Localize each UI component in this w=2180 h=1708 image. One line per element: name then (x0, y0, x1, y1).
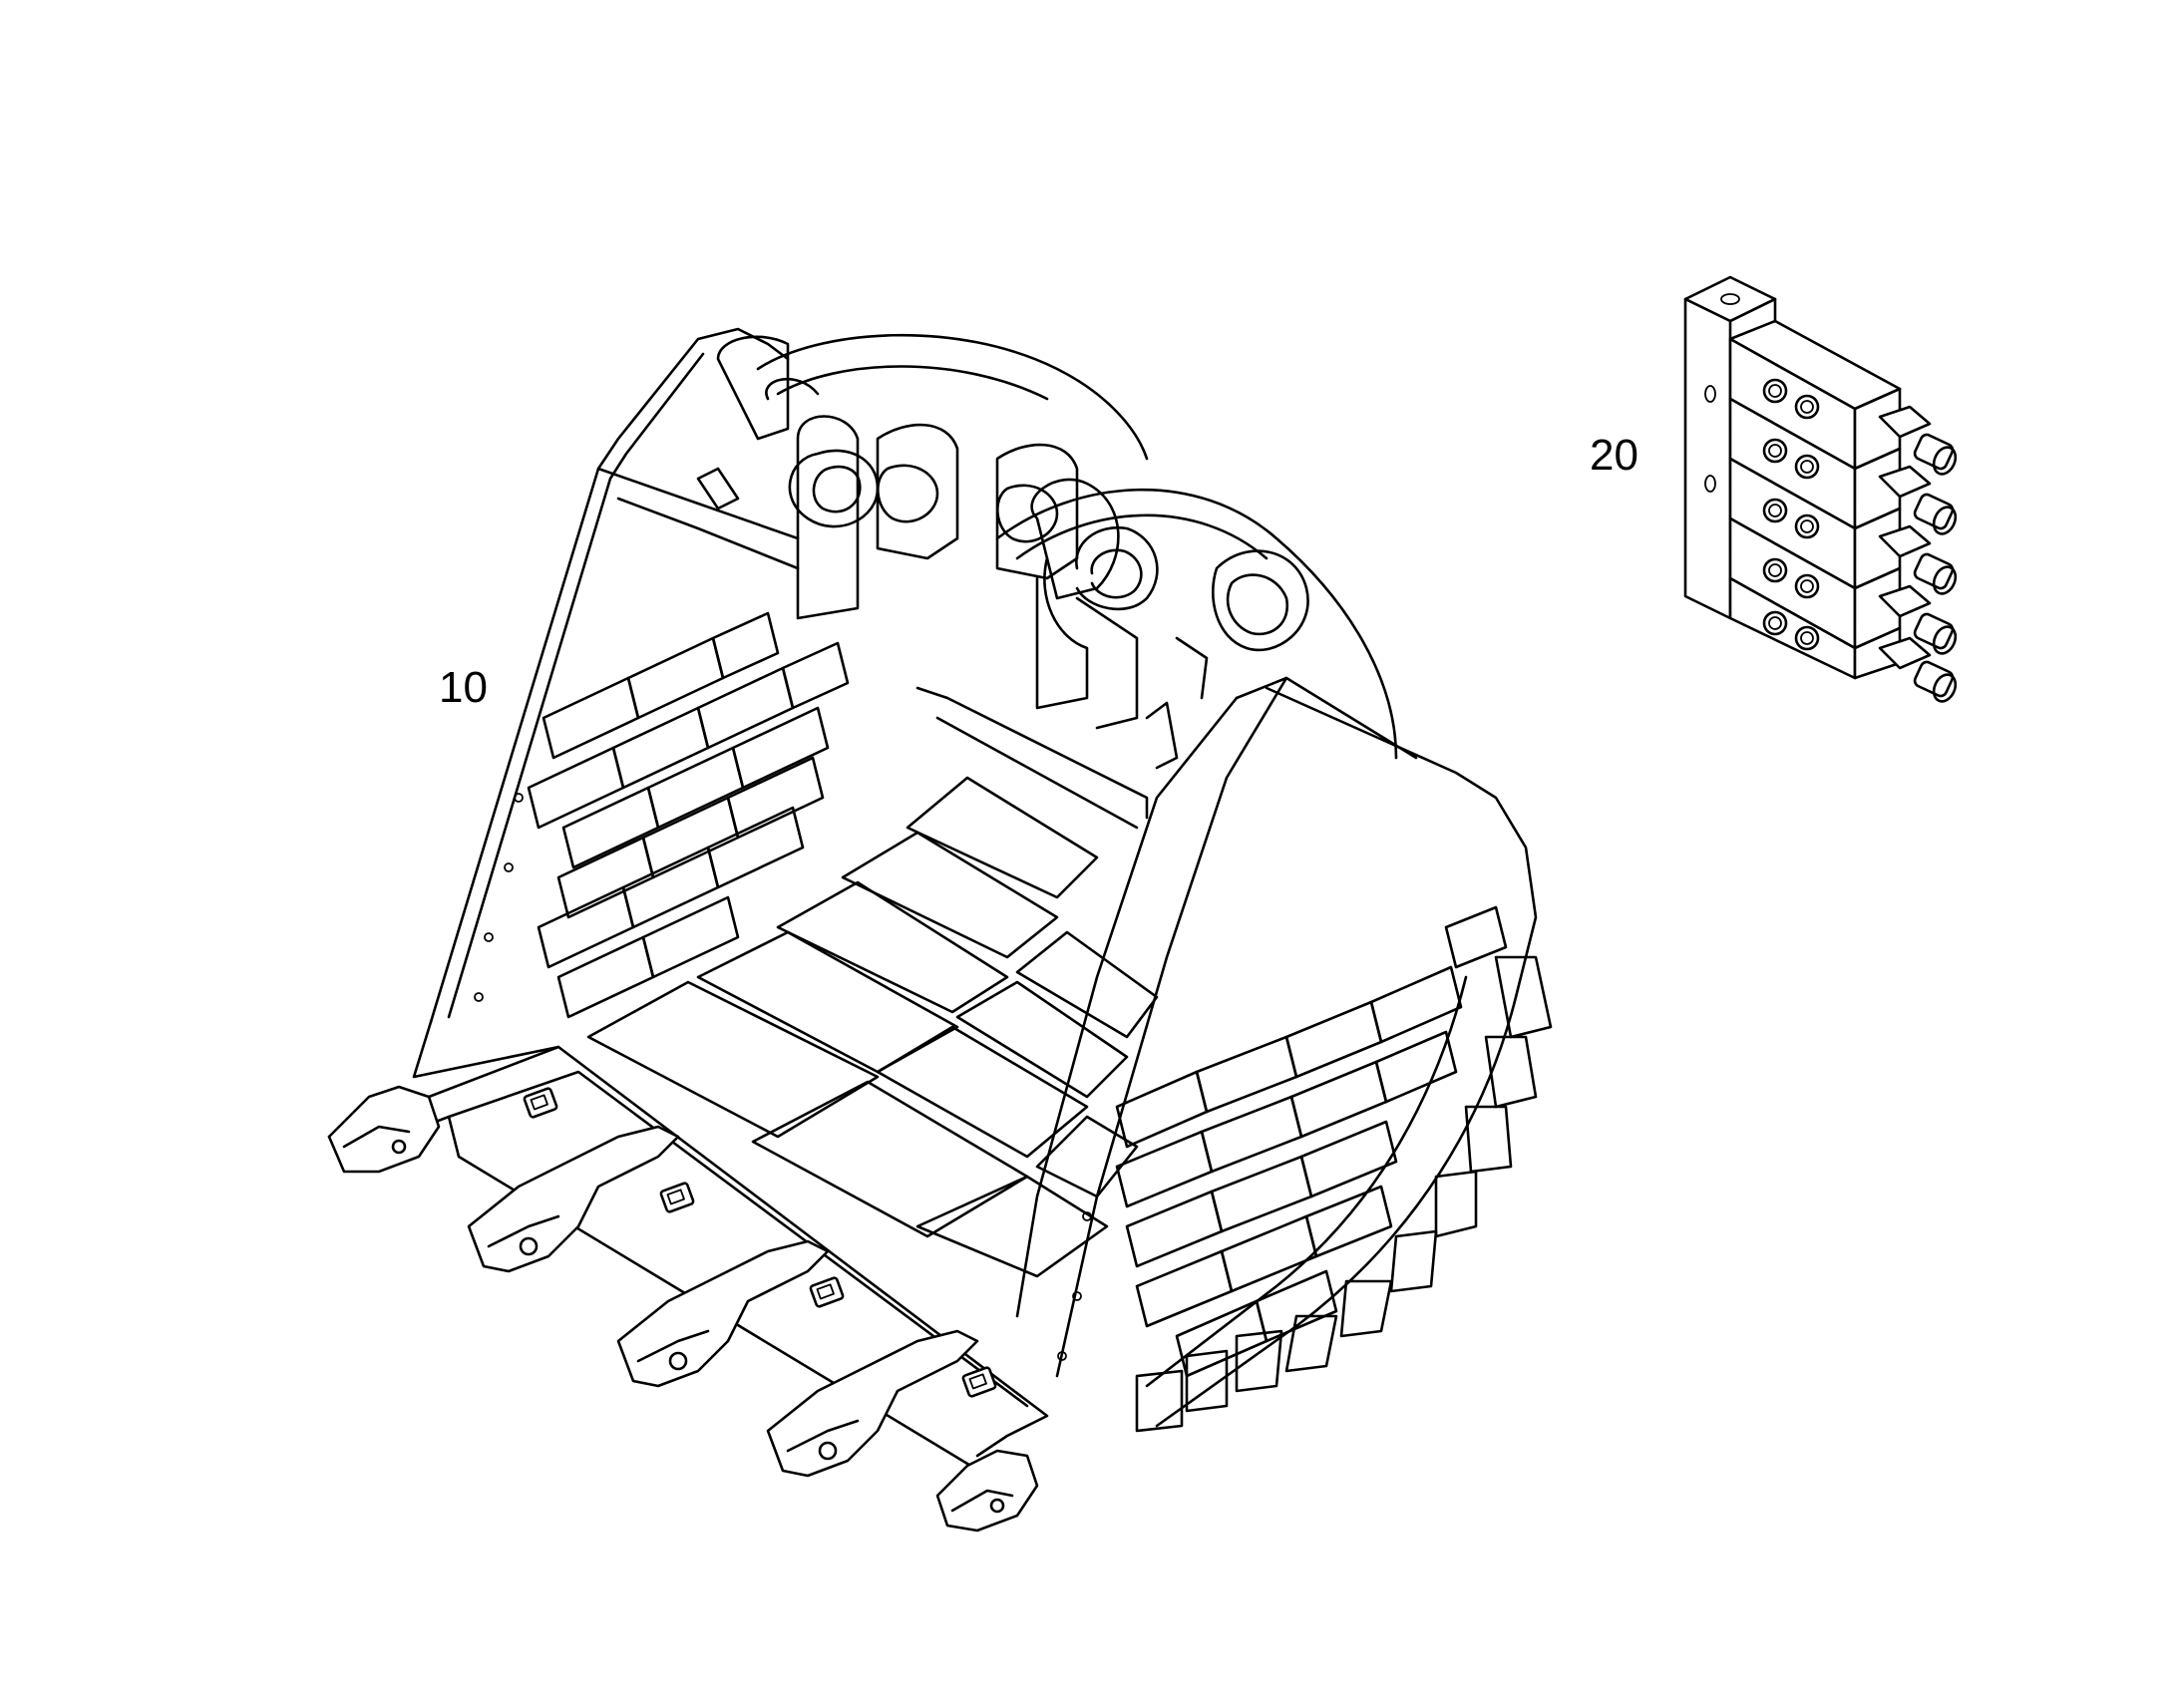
distributor-ports (1762, 378, 1820, 651)
floor-wear-plates (586, 776, 1159, 1278)
bucket-teeth (327, 1085, 1039, 1533)
distributor-valve-block (1683, 275, 1958, 703)
left-wall-wear-blocks (527, 611, 850, 1019)
mounting-brackets (596, 335, 1309, 830)
excavator-bucket (327, 327, 1553, 1533)
side-plate-rivets (474, 793, 1092, 1361)
heel-wear-blocks (1135, 955, 1553, 1433)
right-wall-wear-blocks (1115, 905, 1508, 1378)
outlet-fittings (1878, 405, 1958, 703)
callout-label-10: 10 (439, 663, 488, 712)
distributor-sections (1728, 319, 1902, 680)
callout-label-20: 20 (1590, 431, 1638, 480)
lip-shrouds (523, 1087, 997, 1398)
